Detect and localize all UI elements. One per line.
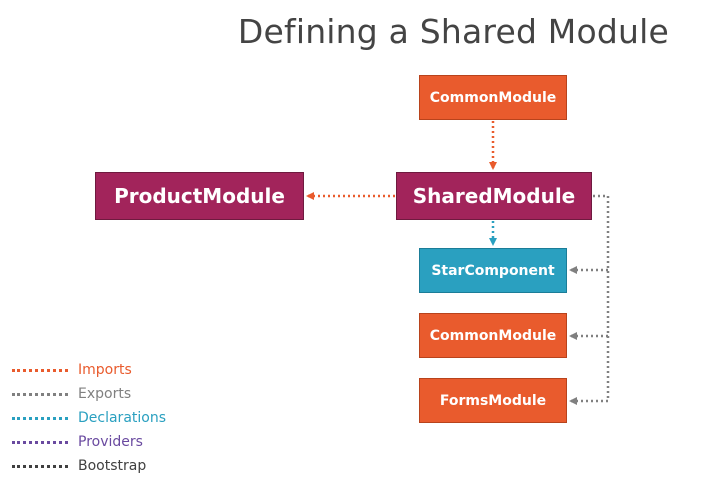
node-formsmodule: FormsModule <box>419 378 567 423</box>
legend-item-providers: Providers <box>12 430 166 454</box>
legend-line-bootstrap <box>12 464 68 468</box>
legend-item-bootstrap: Bootstrap <box>12 454 166 478</box>
legend-label-declarations: Declarations <box>78 410 167 426</box>
node-commonmodule-export: CommonModule <box>419 313 567 358</box>
legend-label-imports: Imports <box>78 362 132 378</box>
legend-item-exports: Exports <box>12 382 166 406</box>
node-sharedmodule: SharedModule <box>396 172 592 220</box>
legend-label-providers: Providers <box>78 434 143 450</box>
legend-item-declarations: Declarations <box>12 406 166 430</box>
legend-line-imports <box>12 368 68 372</box>
legend-label-bootstrap: Bootstrap <box>78 458 147 474</box>
legend-line-exports <box>12 392 68 396</box>
node-productmodule: ProductModule <box>95 172 304 220</box>
legend-line-providers <box>12 440 68 444</box>
node-starcomponent: StarComponent <box>419 248 567 293</box>
legend-label-exports: Exports <box>78 386 132 402</box>
legend-item-imports: Imports <box>12 358 166 382</box>
node-commonmodule-import: CommonModule <box>419 75 567 120</box>
page-title: Defining a Shared Module <box>237 12 669 51</box>
legend: Imports Exports Declarations Providers B… <box>12 358 166 478</box>
legend-line-declarations <box>12 416 68 420</box>
exports-connector <box>593 194 610 401</box>
